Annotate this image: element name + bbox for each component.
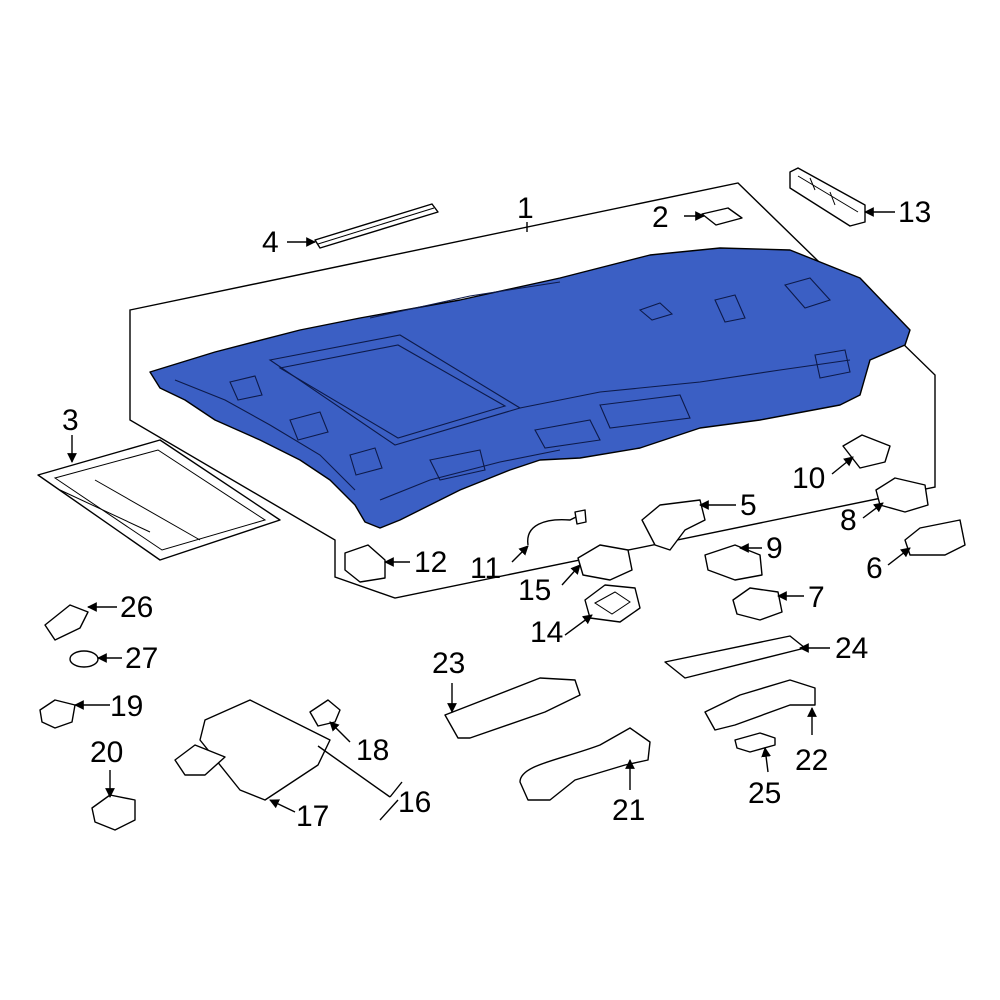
callout-20: 20: [90, 736, 123, 769]
part-22-handle[interactable]: [704, 679, 816, 731]
part-12-clip[interactable]: [344, 544, 386, 583]
callout-17: 17: [296, 800, 329, 833]
callout-14: 14: [530, 616, 563, 649]
callout-1: 1: [517, 192, 534, 225]
part-16-visor[interactable]: [199, 699, 331, 801]
callout-10: 10: [792, 462, 825, 495]
part-14-grille[interactable]: [584, 584, 641, 623]
callout-25: 25: [748, 777, 781, 810]
callout-13: 13: [898, 196, 931, 229]
part-10-cover[interactable]: [842, 434, 891, 469]
callout-18: 18: [356, 734, 389, 767]
callout-26: 26: [120, 591, 153, 624]
part-17-mirror[interactable]: [174, 744, 226, 776]
callout-6: 6: [866, 552, 883, 585]
part-19-clip[interactable]: [39, 699, 76, 729]
part-3-shade-frame[interactable]: [37, 439, 281, 561]
assembly-boundary: [129, 182, 936, 599]
callout-4: 4: [262, 226, 279, 259]
part-24-bracket[interactable]: [664, 635, 806, 679]
part-26-clip[interactable]: [44, 604, 89, 641]
callout-24: 24: [835, 632, 868, 665]
part-18-clip[interactable]: [309, 699, 341, 727]
part-9-mount[interactable]: [704, 544, 763, 581]
callout-15: 15: [518, 574, 551, 607]
part-15-cover[interactable]: [577, 544, 633, 581]
part-5-bracket[interactable]: [641, 499, 706, 551]
callout-7: 7: [808, 581, 825, 614]
callout-12: 12: [414, 546, 447, 579]
part-21-handle[interactable]: [519, 727, 651, 801]
callout-11: 11: [470, 552, 501, 585]
headliner-panel[interactable]: [149, 247, 911, 529]
part-23-bracket[interactable]: [444, 677, 581, 739]
part-27-plug[interactable]: [69, 650, 99, 668]
callout-3: 3: [62, 404, 79, 437]
callout-9: 9: [766, 532, 783, 565]
callout-5: 5: [740, 489, 757, 522]
part-20-cup[interactable]: [91, 794, 136, 831]
leader-lines: [67, 207, 911, 821]
part-13-bracket[interactable]: [789, 167, 866, 227]
callout-19: 19: [110, 690, 143, 723]
callout-labels: 1 2 3 4 5 6 7 8 9 10 11 12 13 14 15 16 1…: [62, 192, 931, 833]
part-8-housing[interactable]: [875, 477, 929, 513]
part-6-bracket[interactable]: [904, 519, 966, 556]
callout-27: 27: [125, 642, 158, 675]
part-7-mount[interactable]: [732, 587, 783, 621]
callout-21: 21: [612, 794, 645, 827]
callout-16: 16: [398, 786, 431, 819]
callout-23: 23: [432, 647, 465, 680]
callout-8: 8: [840, 504, 857, 537]
callout-22: 22: [795, 744, 828, 777]
part-2-pad[interactable]: [701, 207, 743, 226]
callout-2: 2: [652, 201, 669, 234]
part-11-wire[interactable]: [527, 514, 581, 546]
part-25-cap[interactable]: [734, 732, 776, 753]
